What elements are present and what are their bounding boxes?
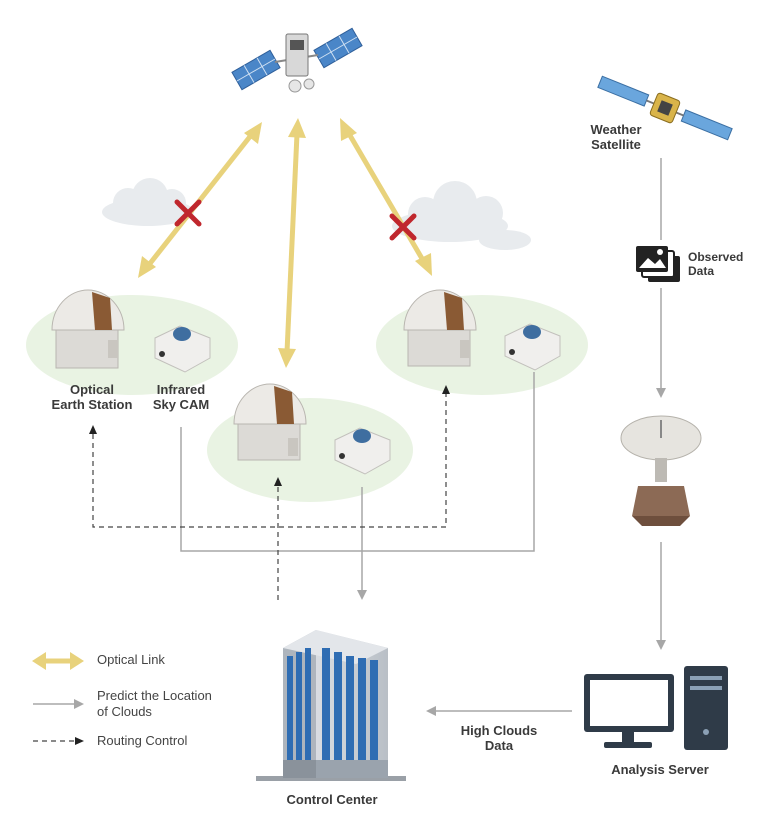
- weather-satellite-icon: [597, 75, 733, 141]
- routing-arrowhead: [274, 477, 282, 486]
- infrared-sky-cam-label-line1: Infrared: [156, 382, 206, 397]
- optical-earth-station-left-icon: [51, 289, 125, 369]
- infrared-sky-cam-right-icon: [504, 323, 561, 371]
- cloud-right-icon: [392, 181, 531, 250]
- control-center-label: Control Center: [286, 792, 378, 807]
- high-clouds-data-label-line1: High Clouds: [460, 723, 538, 738]
- legend-optical-link-label: Optical Link: [97, 652, 165, 667]
- blocked-link-x-icon: [174, 199, 202, 227]
- infrared-sky-cam-center-icon: [334, 427, 391, 475]
- cloud-left-icon: [102, 178, 194, 226]
- optical-link-center: [278, 118, 306, 368]
- legend-routing-control-icon: [33, 737, 84, 745]
- legend-predict-clouds-label: Predict the Location of Clouds: [97, 688, 212, 721]
- high-clouds-data-label: High Clouds Data: [444, 723, 554, 754]
- routing-arrowhead: [89, 425, 97, 434]
- communication-satellite-icon: [231, 27, 363, 93]
- weather-satellite-label-line1: Weather: [590, 122, 642, 137]
- routing-control-lines: [92, 394, 447, 600]
- observed-data-label-line1: Observed: [688, 250, 744, 264]
- optical-earth-station-right-icon: [403, 289, 477, 367]
- cloud-prediction-lines: [180, 372, 535, 600]
- observed-data-label: Observed Data: [688, 250, 758, 279]
- legend-routing-control-label: Routing Control: [97, 733, 188, 748]
- optical-earth-station-label-line2: Earth Station: [51, 396, 133, 412]
- infrared-sky-cam-label: Infrared Sky CAM: [146, 382, 216, 413]
- optical-link-right: [340, 118, 432, 276]
- legend-optical-link-icon: [32, 652, 84, 670]
- infrared-sky-cam-label-line2: Sky CAM: [152, 396, 210, 412]
- parabolic-antenna-icon: [620, 415, 702, 526]
- observed-data-icon: [636, 246, 680, 282]
- legend-predict-clouds-line2: of Clouds: [97, 704, 152, 720]
- weather-satellite-label: Weather Satellite: [580, 122, 652, 153]
- analysis-server-icon: [584, 666, 728, 750]
- high-clouds-data-label-line2: Data: [484, 737, 514, 753]
- optical-earth-station-center-icon: [233, 383, 307, 461]
- optical-earth-station-label: Optical Earth Station: [40, 382, 144, 413]
- weather-satellite-label-line2: Satellite: [591, 136, 641, 152]
- observed-data-label-line2: Data: [688, 263, 715, 278]
- blocked-link-x-icon: [389, 213, 417, 241]
- routing-arrowhead: [442, 385, 450, 394]
- analysis-server-label: Analysis Server: [611, 762, 709, 777]
- legend-predict-clouds-line1: Predict the Location: [97, 688, 212, 703]
- control-center-building-icon: [256, 630, 406, 781]
- optical-earth-station-label-line1: Optical: [69, 382, 115, 397]
- infrared-sky-cam-left-icon: [154, 325, 211, 373]
